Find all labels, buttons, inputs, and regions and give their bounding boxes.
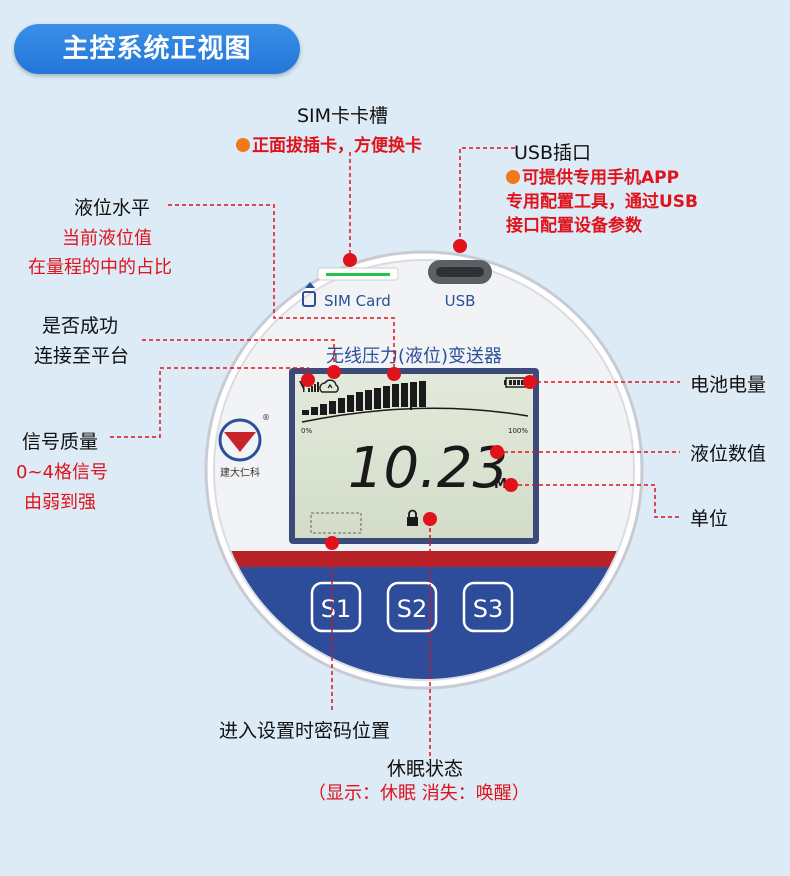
usb-label: USB xyxy=(445,292,476,310)
button-s3: S3 xyxy=(462,581,514,633)
product-name: 无线压力(液位)变送器 xyxy=(326,346,502,367)
signal-desc-2: 由弱到强 xyxy=(24,492,96,513)
lock-icon xyxy=(407,509,418,526)
scale-min: 0% xyxy=(301,427,312,435)
svg-text:®: ® xyxy=(262,413,270,422)
page-title: 主控系统正视图 xyxy=(14,24,300,74)
svg-text:S1: S1 xyxy=(321,595,352,623)
battery-label: 电池电量 xyxy=(690,374,767,396)
callout-dots xyxy=(301,239,537,550)
svg-text:S2: S2 xyxy=(397,595,428,623)
unit-display: M xyxy=(494,477,507,492)
level-scale-arc xyxy=(301,407,529,423)
sleep-label: 休眠状态 xyxy=(387,758,464,780)
usb-desc-line-2: 专用配置工具，通过USB xyxy=(506,192,699,212)
orange-dot-icon xyxy=(236,138,250,152)
level-bar-desc-2: 在量程的中的占比 xyxy=(28,257,172,278)
level-bar-desc-1: 当前液位值 xyxy=(62,228,152,249)
orange-dot-icon xyxy=(506,170,520,184)
unit-label: 单位 xyxy=(690,508,729,530)
sim-card-icon xyxy=(302,282,316,307)
svg-text:S3: S3 xyxy=(473,595,504,623)
cloud-icon xyxy=(319,379,339,393)
level-value-display: 10.23 xyxy=(348,436,508,501)
button-s1: S1 xyxy=(310,581,362,633)
sleep-desc: （显示：休眠 消失：唤醒） xyxy=(308,783,530,804)
signal-desc-1: 0~4格信号 xyxy=(16,462,108,483)
button-s2: S2 xyxy=(386,581,438,633)
password-position-box xyxy=(310,512,362,534)
level-value-label: 液位数值 xyxy=(690,443,767,465)
red-band xyxy=(214,551,634,567)
brand-logo: ® xyxy=(218,413,270,462)
level-bar-label: 液位水平 xyxy=(74,197,151,219)
sim-card-label: SIM Card xyxy=(324,292,391,310)
brand-name: 建大仁科 xyxy=(220,466,260,479)
usb-desc-line-3: 接口配置设备参数 xyxy=(506,216,642,236)
password-label: 进入设置时密码位置 xyxy=(219,720,391,742)
level-bar-segments xyxy=(302,381,426,415)
leader-lines xyxy=(110,147,680,760)
usb-port-label: USB插口 xyxy=(514,142,592,164)
platform-label-1: 是否成功 xyxy=(42,315,119,337)
platform-label-2: 连接至平台 xyxy=(34,345,130,367)
sim-slot-desc: 正面拔插卡，方便换卡 xyxy=(236,131,422,156)
scale-max: 100% xyxy=(508,427,528,435)
usb-desc-line-1: 可提供专用手机APP xyxy=(506,163,679,188)
signal-label: 信号质量 xyxy=(22,431,99,453)
sim-slot-label: SIM卡卡槽 xyxy=(297,105,389,127)
